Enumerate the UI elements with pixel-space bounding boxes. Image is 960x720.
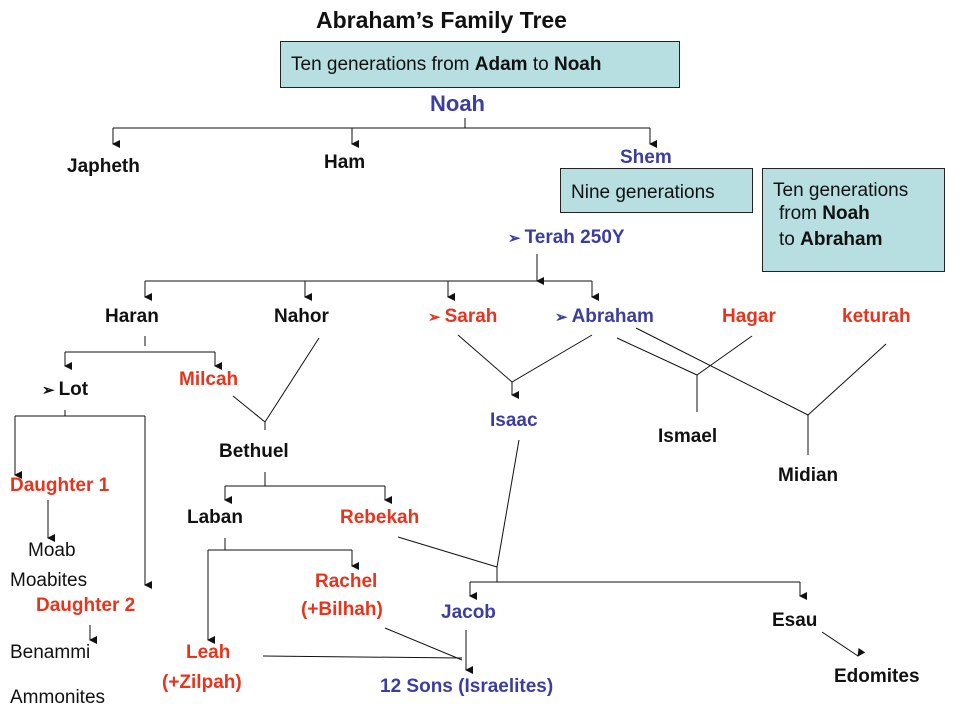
leah-to-twelve [262, 655, 463, 659]
milcah: Milcah [179, 369, 239, 390]
hagar: Hagar [722, 306, 776, 327]
abraham-to-midian [635, 327, 809, 416]
isaac: Isaac [490, 410, 538, 431]
rebekah: Rebekah [340, 507, 420, 528]
box-noah-name: Noah [553, 54, 602, 75]
nahor-to-bethuel [264, 337, 320, 423]
box-abraham-bold: Abraham [800, 229, 883, 250]
arrow-bullet-icon: ➢ [428, 309, 441, 326]
zilpah: (+Zilpah) [162, 672, 242, 693]
abraham: ➢Abraham [555, 307, 654, 326]
box-to-word-2: to [779, 229, 801, 250]
ham: Ham [324, 152, 366, 173]
box-adam-to-noah-prefix: Ten generations from [291, 54, 475, 75]
rachel-to-twelve [384, 627, 463, 661]
esau-to-edomites [821, 631, 866, 657]
arrow-bullet-icon: ➢ [508, 230, 521, 247]
ismael: Ismael [658, 426, 718, 447]
page-title: Abraham’s Family Tree [316, 7, 567, 33]
bilhah: (+Bilhah) [301, 599, 383, 620]
terah-label: Terah 250Y [524, 227, 625, 248]
box-noah-abraham-line1: Ten generations [773, 180, 909, 201]
midian: Midian [778, 465, 839, 486]
daughter-1: Daughter 1 [10, 475, 110, 496]
moab: Moab [28, 540, 76, 561]
abraham-to-ismael [616, 337, 698, 376]
box-nine-generations: Nine generations [560, 168, 753, 213]
daughter-2: Daughter 2 [36, 595, 136, 616]
laban: Laban [187, 507, 243, 528]
lot-label: Lot [58, 379, 89, 400]
abraham-to-isaac [511, 334, 593, 383]
jacob: Jacob [441, 602, 496, 623]
ammonites: Ammonites [10, 687, 106, 708]
box-adam-to-noah: Ten generations from Adam to Noah [280, 41, 680, 88]
terah: ➢Terah 250Y [508, 228, 625, 247]
sarah-label: Sarah [444, 306, 498, 327]
sarah: ➢Sarah [428, 307, 497, 326]
lot: ➢Lot [42, 380, 88, 399]
box-adam-name: Adam [474, 54, 528, 75]
arrow-bullet-icon: ➢ [555, 309, 568, 326]
keturah-to-midian [807, 343, 887, 416]
japheth: Japheth [67, 156, 140, 177]
hagar-to-ismael [696, 335, 753, 376]
leah: Leah [186, 642, 231, 663]
box-noah-to-abraham: Ten generations from Noah to Abraham [762, 168, 945, 272]
box-noah-bold: Noah [822, 203, 870, 224]
benammi: Benammi [10, 642, 91, 663]
nahor: Nahor [274, 306, 329, 327]
abraham-label: Abraham [571, 306, 654, 327]
keturah: keturah [842, 306, 911, 327]
sarah-to-isaac [457, 334, 513, 383]
shem: Shem [620, 147, 672, 168]
esau: Esau [772, 610, 818, 631]
isaac-to-sons [496, 439, 520, 568]
moabites: Moabites [10, 570, 88, 591]
rachel: Rachel [315, 571, 378, 592]
haran: Haran [105, 306, 159, 327]
arrow-bullet-icon: ➢ [42, 382, 55, 399]
noah: Noah [430, 91, 485, 116]
box-from-word: from [779, 203, 823, 224]
rebekah-to-sons [397, 536, 498, 568]
box-to-word: to [527, 54, 554, 75]
edomites: Edomites [834, 666, 920, 687]
milcah-to-bethuel [232, 395, 266, 423]
bethuel: Bethuel [219, 441, 289, 462]
twelve-sons: 12 Sons (Israelites) [380, 676, 554, 697]
